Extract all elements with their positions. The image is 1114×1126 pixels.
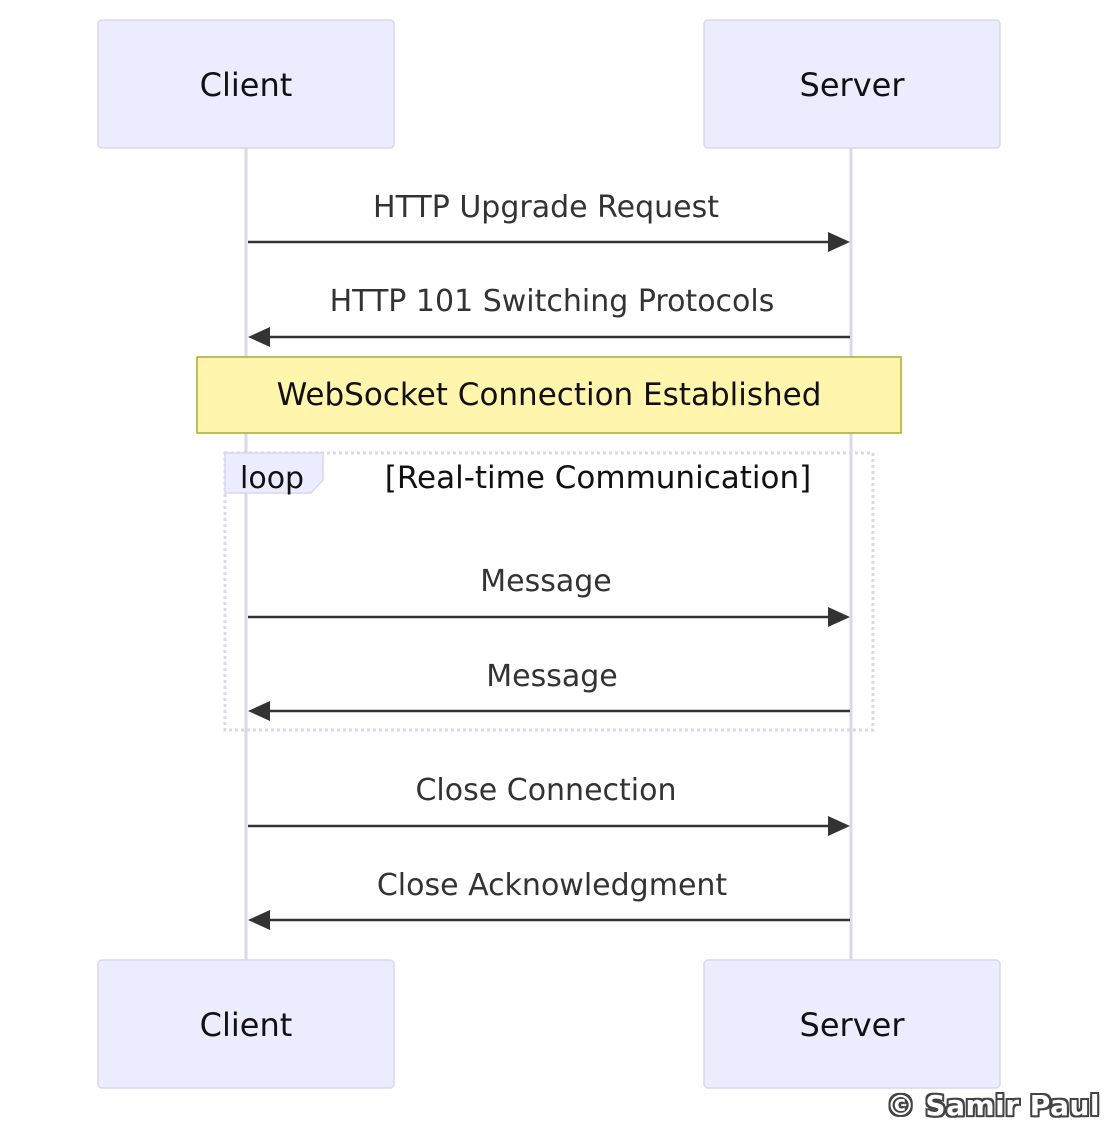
actor-client-bottom: Client: [97, 959, 395, 1089]
message-label: Close Connection: [415, 773, 676, 808]
message-label: Close Acknowledgment: [377, 868, 728, 903]
message-label: HTTP Upgrade Request: [373, 190, 719, 225]
arrowhead-left: [248, 701, 270, 721]
message-label: Message: [486, 659, 617, 694]
arrowhead-right: [828, 816, 850, 836]
note-connection-established: WebSocket Connection Established: [196, 356, 902, 434]
loop-tab: [224, 452, 324, 494]
message-upgrade-request: HTTP Upgrade Request: [248, 190, 850, 252]
message-close-connection: Close Connection: [248, 773, 850, 836]
actor-label: Server: [800, 66, 906, 104]
note-label: WebSocket Connection Established: [277, 377, 822, 413]
message-switching-protocols: HTTP 101 Switching Protocols: [248, 284, 850, 347]
arrowhead-left: [248, 327, 270, 347]
arrowhead-left: [248, 910, 270, 930]
actor-label: Client: [200, 1006, 293, 1044]
message-label: Message: [480, 564, 611, 599]
message-close-acknowledgment: Close Acknowledgment: [248, 868, 850, 930]
arrowhead-right: [828, 232, 850, 252]
arrowhead-right: [828, 607, 850, 627]
loop-frame: loop [Real-time Communication]: [223, 451, 875, 732]
actor-client-top: Client: [97, 19, 395, 149]
message-client-to-server: Message: [248, 564, 850, 627]
loop-title: [Real-time Communication]: [385, 460, 811, 496]
message-label: HTTP 101 Switching Protocols: [330, 284, 775, 319]
actor-label: Server: [800, 1006, 906, 1044]
actor-label: Client: [200, 66, 293, 104]
loop-keyword: loop: [240, 461, 304, 496]
actor-server-top: Server: [703, 19, 1001, 149]
message-server-to-client: Message: [248, 659, 850, 721]
actor-server-bottom: Server: [703, 959, 1001, 1089]
watermark: © Samir Paul: [886, 1089, 1100, 1122]
